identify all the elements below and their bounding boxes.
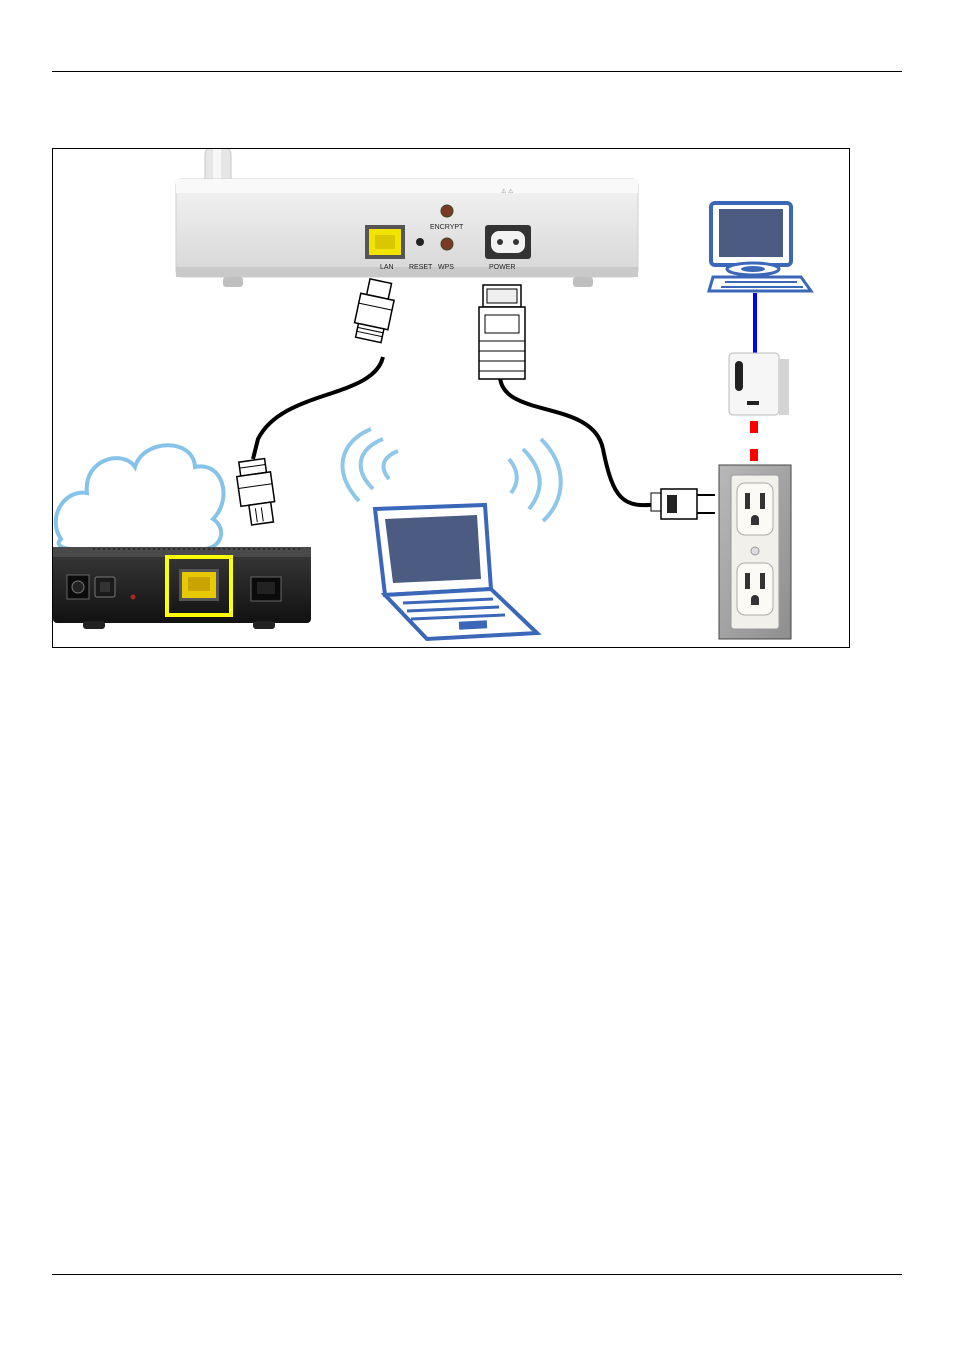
footer-rule — [52, 1274, 902, 1275]
desktop-computer — [709, 203, 811, 291]
rj45-connector-top — [352, 278, 398, 344]
encrypt-led — [441, 205, 453, 217]
powerline-adapter — [729, 353, 789, 415]
ap-reset-label: RESET — [409, 264, 433, 271]
internet-cloud — [56, 445, 224, 549]
connection-figure: LAN RESET ENCRYPT WPS POWER ⚠ ⚠ — [52, 148, 850, 648]
wps-button — [441, 238, 453, 250]
ap-power-label: POWER — [489, 264, 515, 271]
power-plug-outlet — [651, 489, 715, 519]
modem — [53, 547, 311, 629]
modem-led — [131, 595, 136, 600]
ap-wps-label: WPS — [438, 264, 454, 271]
rj45-connector-bottom — [235, 458, 278, 526]
ap-encrypt-label: ENCRYPT — [430, 224, 464, 231]
wall-outlet — [719, 465, 791, 639]
svg-text:⚠ ⚠: ⚠ ⚠ — [501, 188, 514, 195]
wireless-laptop — [342, 429, 560, 639]
header-rule — [52, 71, 902, 72]
power-plug-ap — [479, 285, 525, 379]
access-point: LAN RESET ENCRYPT WPS POWER ⚠ ⚠ — [176, 149, 638, 287]
ap-lan-label: LAN — [380, 264, 394, 271]
reset-button — [416, 238, 424, 246]
powerline-link — [750, 421, 758, 461]
